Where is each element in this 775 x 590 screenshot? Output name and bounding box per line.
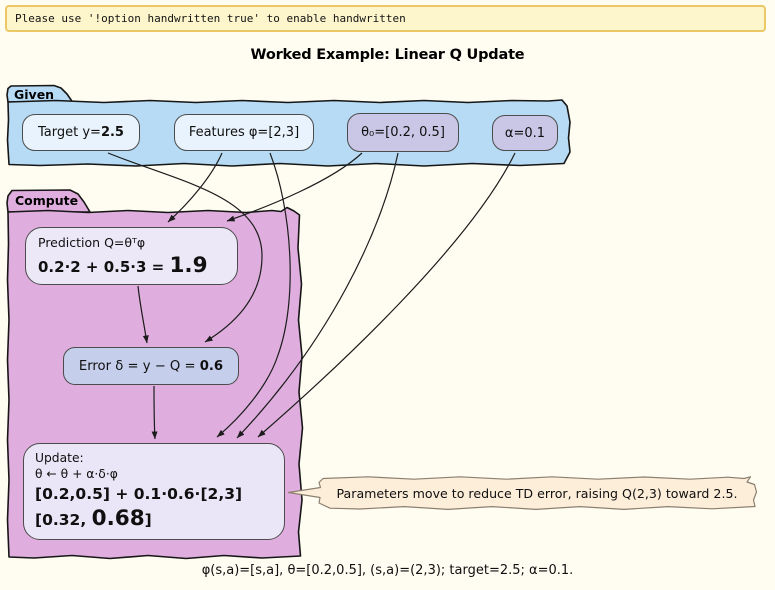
edge-features-to-prediction (167, 152, 223, 223)
edge-features-to-update (216, 152, 291, 438)
edge-prediction-to-error (137, 285, 149, 344)
given-cluster-label: Given (14, 87, 55, 102)
update-title: Update: (35, 451, 84, 465)
figure-caption: φ(s,a)=[s,a], θ=[0.2,0.5], (s,a)=(2,3); … (201, 563, 574, 578)
features-label: Features φ=[2,3] (188, 125, 300, 140)
update-formula: θ ← θ + α·δ·φ (35, 467, 118, 481)
page-title: Worked Example: Linear Q Update (250, 47, 525, 63)
given-folder-tab (6, 84, 74, 103)
prediction-result: 1.9 (169, 253, 208, 278)
notice-banner-text: Please use '!option handwritten true' to… (15, 12, 406, 25)
prediction-calculation: 0.2·2 + 0.5·3 = 1.9 (38, 253, 208, 278)
edge-theta0-to-update (236, 152, 399, 439)
update-calculation: [0.2,0.5] + 0.1·0.6·[2,3] (35, 485, 243, 503)
edge-error-to-update (151, 385, 158, 440)
compute-cluster-label: Compute (15, 193, 79, 208)
target-label: Target y=2.5 (38, 125, 124, 140)
node-features: Features φ=[2,3] (174, 114, 314, 151)
update-result: [0.32, 0.68] (35, 506, 152, 531)
node-alpha: α=0.1 (492, 115, 558, 151)
notice-banner: Please use '!option handwritten true' to… (5, 5, 766, 32)
node-theta0: θ₀=[0.2, 0.5] (347, 113, 459, 152)
node-error: Error δ = y − Q = 0.6 (63, 347, 239, 385)
callout-note: Parameters move to reduce TD error, rais… (322, 477, 752, 509)
theta0-label: θ₀=[0.2, 0.5] (361, 125, 445, 140)
callout-bubble-shape (287, 476, 758, 510)
node-target: Target y=2.5 (22, 114, 140, 151)
prediction-formula: Prediction Q=θᵀφ (38, 235, 146, 250)
edge-target-to-error (107, 152, 263, 343)
node-prediction: Prediction Q=θᵀφ 0.2·2 + 0.5·3 = 1.9 (25, 227, 238, 285)
error-label: Error δ = y − Q = 0.6 (78, 358, 224, 374)
compute-folder-tab (6, 189, 91, 213)
alpha-label: α=0.1 (504, 125, 546, 141)
callout-note-text: Parameters move to reduce TD error, rais… (336, 485, 738, 501)
edge-alpha-to-update (257, 152, 516, 438)
edge-theta0-to-prediction (226, 152, 363, 222)
node-update: Update: θ ← θ + α·δ·φ [0.2,0.5] + 0.1·0.… (23, 443, 285, 540)
